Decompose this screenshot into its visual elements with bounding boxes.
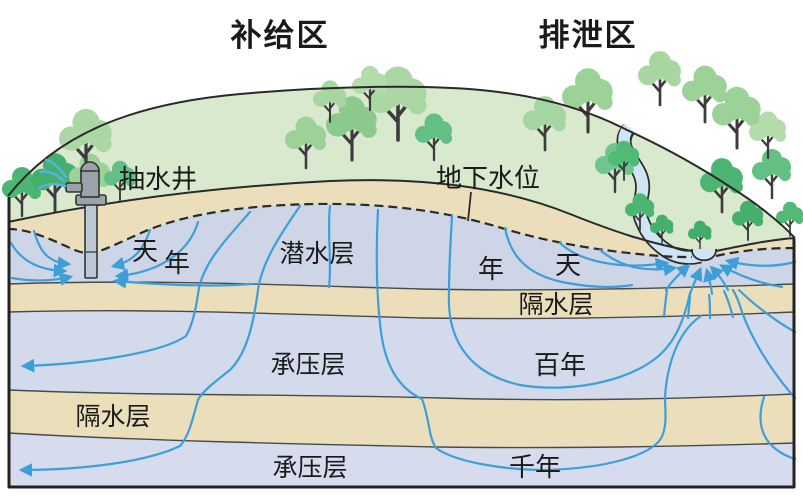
hill-silhouette-line xyxy=(7,85,796,239)
discharge-area-title: 排泄区 xyxy=(539,18,638,53)
flow-lines xyxy=(9,204,797,477)
travel-time-day-right: 天 xyxy=(555,250,581,280)
section-frame xyxy=(7,197,796,489)
pump-spout xyxy=(65,182,83,193)
upper-aquitard-label: 隔水层 xyxy=(518,291,593,319)
water-spray-icon xyxy=(37,182,67,190)
flow-line xyxy=(737,288,797,334)
water-table-pointer-line xyxy=(467,191,472,222)
tree-icon xyxy=(636,49,683,107)
water-table-label: 地下水位 xyxy=(436,163,540,193)
flow-arrow-to-well xyxy=(110,228,152,271)
flow-arrow-left-exit xyxy=(20,210,252,373)
pump-body xyxy=(80,169,100,198)
travel-time-thousand-years: 千年 xyxy=(509,452,561,482)
pump-well-label: 抽水井 xyxy=(119,164,197,194)
flow-arrow-to-stream xyxy=(558,241,670,272)
flow-line xyxy=(662,289,669,319)
phreatic-layer-label: 潜水层 xyxy=(279,240,354,268)
flow-line xyxy=(327,204,332,289)
well-pipe xyxy=(84,203,98,279)
flow-line xyxy=(686,293,692,320)
flow-arrow-to-well xyxy=(114,220,200,282)
ground-surface-line xyxy=(7,179,796,252)
flow-arrow-to-stream xyxy=(709,265,730,292)
travel-time-year-left: 年 xyxy=(164,248,190,278)
pump-dome xyxy=(80,161,100,172)
water-spray-icon xyxy=(39,170,66,183)
flow-arrow-to-well xyxy=(32,229,72,270)
flow-arrow-left-exit xyxy=(18,204,302,477)
upper-aquitard-bottom-line xyxy=(7,309,796,320)
flow-line-millennium-loop xyxy=(375,208,703,472)
flow-arrow-to-stream xyxy=(724,256,797,271)
flow-arrow-to-stream xyxy=(719,264,784,289)
flow-arrow-to-well xyxy=(9,241,68,278)
flow-line xyxy=(722,289,735,319)
flow-line xyxy=(707,293,712,320)
lower-confined-aquifer xyxy=(8,433,795,487)
water-table-dashed-line xyxy=(7,202,796,259)
travel-time-hundred-years: 百年 xyxy=(534,350,586,380)
flow-arrow-to-well xyxy=(10,272,74,286)
diagram-labels: 补给区 排泄区 抽水井 地下水位 天 年 潜水层 年 天 隔水层 承压层 百年 … xyxy=(75,18,638,482)
tree-icon xyxy=(750,147,793,200)
lower-aquitard-bottom-line xyxy=(7,432,796,449)
water-spray-icon xyxy=(44,158,68,179)
flow-arrow-to-stream xyxy=(688,266,703,296)
lower-aquitard-label: 隔水层 xyxy=(75,403,150,431)
flow-arrow-to-stream xyxy=(664,263,691,292)
flow-line-century-loop xyxy=(447,214,692,389)
pump-well-icon xyxy=(37,158,107,279)
lower-aquitard-top-line xyxy=(7,389,796,401)
flow-line xyxy=(503,226,634,289)
flow-arrow-to-stream xyxy=(703,267,717,296)
recharge-area-title: 补给区 xyxy=(231,18,330,53)
travel-time-year-right: 年 xyxy=(478,254,504,284)
flow-arrow-to-well xyxy=(112,275,254,289)
flow-arrow-to-stream xyxy=(598,248,678,277)
upper-confined-label: 承压层 xyxy=(270,351,345,379)
lower-confined-label: 承压层 xyxy=(272,454,347,482)
stream-bed-notch xyxy=(691,248,717,262)
flow-line xyxy=(731,288,797,400)
flow-line xyxy=(759,395,797,461)
travel-time-day-left: 天 xyxy=(132,236,158,266)
